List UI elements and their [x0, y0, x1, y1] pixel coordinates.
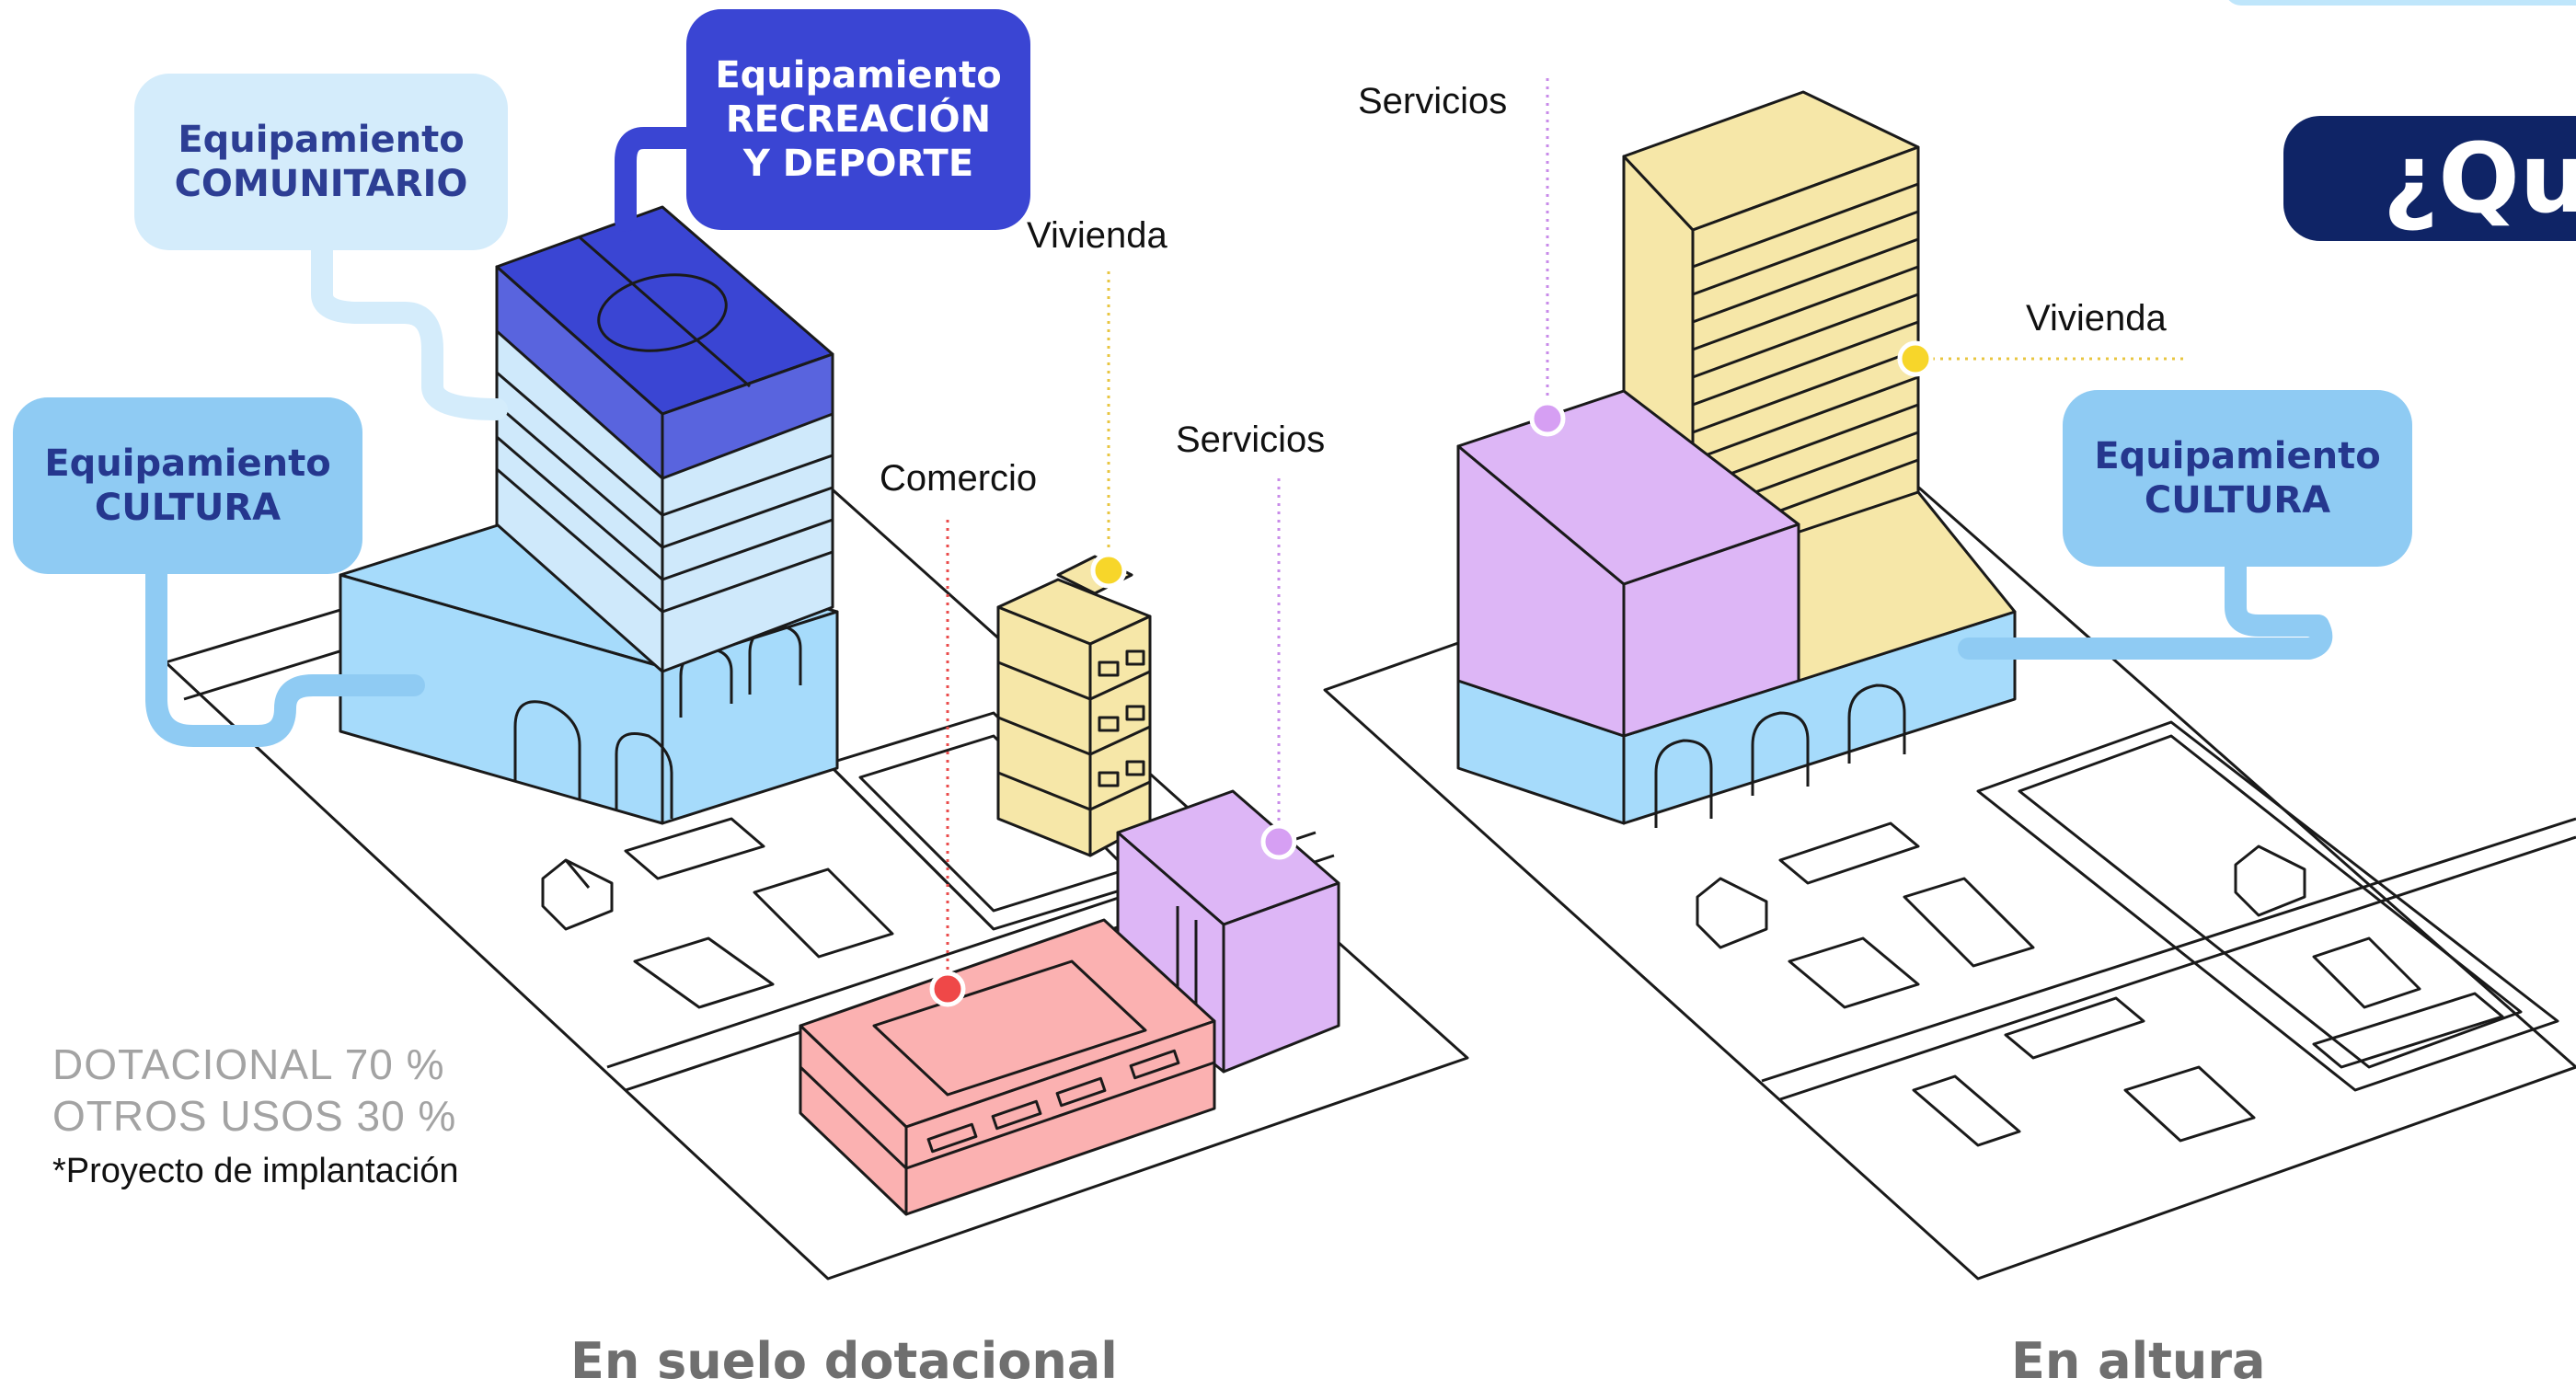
bubble-line: CULTURA [94, 487, 282, 529]
connector-cultura-right [1958, 555, 2333, 660]
bubble-line: Equipamiento [178, 119, 465, 161]
connector-comunitario [311, 237, 508, 420]
marker-vivienda-left [1090, 552, 1127, 589]
stat-dotacional: DOTACIONAL 70 % [52, 1040, 445, 1088]
project-note: *Proyecto de implantación [52, 1152, 459, 1190]
section-title-fragment: ¿Qu [2283, 116, 2576, 241]
bubble-equipamiento-cultura-left: Equipamiento CULTURA [13, 397, 362, 574]
marker-servicios-left [1260, 823, 1297, 860]
bubble-equipamiento-recreacion: Equipamiento RECREACIÓN Y DEPORTE [686, 9, 1030, 230]
marker-servicios-right [1529, 400, 1566, 437]
stat-otros-usos: OTROS USOS 30 % [52, 1092, 457, 1140]
comercio-building [799, 918, 1216, 1216]
marker-vivienda-right [1897, 340, 1934, 377]
marker-comercio [929, 971, 966, 1007]
bubble-line: Equipamiento [44, 442, 331, 485]
cultura-building-right [1456, 490, 2017, 828]
label-vivienda-right: Vivienda [2026, 298, 2167, 339]
bubble-line: CULTURA [2144, 479, 2331, 522]
servicios-podium-right [1456, 389, 1800, 738]
comunitario-tower [495, 205, 834, 673]
bubble-line: Y DEPORTE [742, 143, 974, 185]
label-comercio: Comercio [880, 458, 1038, 499]
label-vivienda-left: Vivienda [1027, 215, 1167, 256]
caption-suelo-dotacional: En suelo dotacional [570, 1332, 1118, 1390]
label-servicios-right: Servicios [1358, 81, 1508, 121]
bubble-equipamiento-cultura-right: Equipamiento CULTURA [2063, 390, 2412, 567]
label-servicios-left: Servicios [1176, 419, 1326, 460]
connector-recreacion [615, 127, 696, 232]
bubble-line: RECREACIÓN [725, 98, 992, 141]
top-accent-bar [2225, 0, 2576, 6]
bubble-equipamiento-comunitario: Equipamiento COMUNITARIO [134, 74, 508, 250]
bubble-line: Equipamiento [2094, 435, 2381, 477]
vivienda-building-left [996, 555, 1152, 857]
connector-cultura-left [145, 559, 425, 747]
bubble-line: COMUNITARIO [174, 163, 468, 205]
bubble-line: Equipamiento [715, 54, 1002, 97]
caption-en-altura: En altura [2011, 1332, 2266, 1390]
